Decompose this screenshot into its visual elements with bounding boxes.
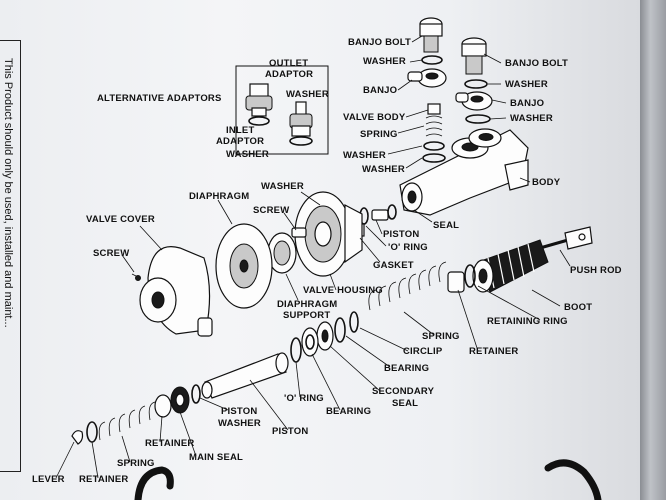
side-note-text: This Product should only be used, instal… [2,58,14,328]
label-bearing-1: BEARING [384,363,429,374]
label-spring-mid: SPRING [422,331,460,342]
label-seal: SEAL [433,220,459,231]
outlet-adaptor-part [245,83,273,126]
label-inlet: INLET [226,125,254,136]
diaphragm-support-part [267,227,307,274]
main-seal-part [170,386,190,414]
bearing-lower-part [301,327,319,357]
retainer-bottom-part [86,421,98,443]
label-washer-adaptor-top: WASHER [286,89,329,100]
valve-body-spring-part [422,103,446,163]
label-washer-valve-1: WASHER [343,150,386,161]
label-diaphragm-support-2: SUPPORT [283,310,330,321]
o-ring-bottom-part [290,337,302,363]
label-spring-valve: SPRING [360,129,398,140]
alternative-adaptors-frame [235,65,329,155]
label-secondary-seal: SEAL [392,398,418,409]
lever-part [71,430,84,445]
label-diaphragm-support-1: DIAPHRAGM [277,299,337,310]
label-piston-bottom: PISTON [272,426,308,437]
label-washer-banjo-lower: WASHER [510,113,553,124]
label-retainer-mid: RETAINER [469,346,518,357]
label-main-seal: MAIN SEAL [189,452,243,463]
label-screw-top: SCREW [253,205,289,216]
label-washer-banjo-left: WASHER [363,56,406,67]
label-banjo-left: BANJO [363,85,397,96]
body-part [399,128,529,216]
label-valve-housing: VALVE HOUSING [303,285,383,296]
circlip-part [349,311,359,333]
side-note-box [0,40,21,472]
label-retaining-ring: RETAINING RING [487,316,568,327]
label-o-ring-bottom: 'O' RING [284,393,324,404]
label-o-ring-top: 'O' RING [388,242,428,253]
label-bearing-2: BEARING [326,406,371,417]
label-washer-banjo-right: WASHER [505,79,548,90]
boot-part [472,239,549,293]
label-secondary: SECONDARY [372,386,435,397]
spring-low-part [98,401,156,441]
label-push-rod: PUSH ROD [570,265,622,276]
label-washer-top: WASHER [261,181,304,192]
banjo-bolt-right-part [455,37,493,124]
label-washer-valve-2: WASHER [362,164,405,175]
retaining-ring-part [464,264,476,288]
banjo-bolt-left-part [407,17,447,88]
label-diaphragm: DIAPHRAGM [189,191,249,202]
push-rod-part [539,226,593,250]
label-gasket: GASKET [373,260,414,271]
bearing-part [334,317,346,343]
label-piston-top: PISTON [383,229,419,240]
label-banjo-bolt-left: BANJO BOLT [348,37,411,48]
spring-mid-part [368,261,447,311]
piston-washer-part [191,384,201,404]
label-banjo-right: BANJO [510,98,544,109]
valve-housing-part [294,191,363,277]
label-outlet-adaptor: ADAPTOR [265,69,313,80]
label-outlet: OUTLET [269,58,308,69]
label-circlip: CIRCLIP [403,346,443,357]
part-labels: BANJO BOLT BANJO BOLT OUTLET ADAPTOR WAS… [32,37,622,485]
retainer-mid-part [447,271,465,293]
label-alternative-adaptors: ALTERNATIVE ADAPTORS [97,93,222,104]
binder-ring-right [544,459,602,500]
label-piston-washer-2: WASHER [218,418,261,429]
label-inlet-adaptor: ADAPTOR [216,136,264,147]
label-piston-washer-1: PISTON [221,406,257,417]
label-washer-adaptor-bottom: WASHER [226,149,269,160]
label-retainer-bottom: RETAINER [79,474,128,485]
label-body: BODY [532,177,561,188]
binder-rings [134,459,602,500]
label-lever: LEVER [32,474,65,485]
valve-cover-part [131,246,213,337]
piston-bottom-part [201,352,289,399]
label-spring-low: SPRING [117,458,155,469]
retainer-low-part [154,394,172,418]
label-screw-left: SCREW [93,248,129,259]
leader-lines [55,35,571,479]
label-valve-body: VALVE BODY [343,112,406,123]
page-stack-edge [640,0,666,500]
label-banjo-bolt-right: BANJO BOLT [505,58,568,69]
label-boot: BOOT [564,302,592,313]
inlet-adaptor-part [289,101,313,146]
secondary-seal-part [316,321,334,351]
binder-ring-left [134,466,174,500]
label-retainer-low: RETAINER [145,438,194,449]
diaphragm-part [215,223,273,309]
label-valve-cover: VALVE COVER [86,214,155,225]
parts-drawing [71,17,593,445]
